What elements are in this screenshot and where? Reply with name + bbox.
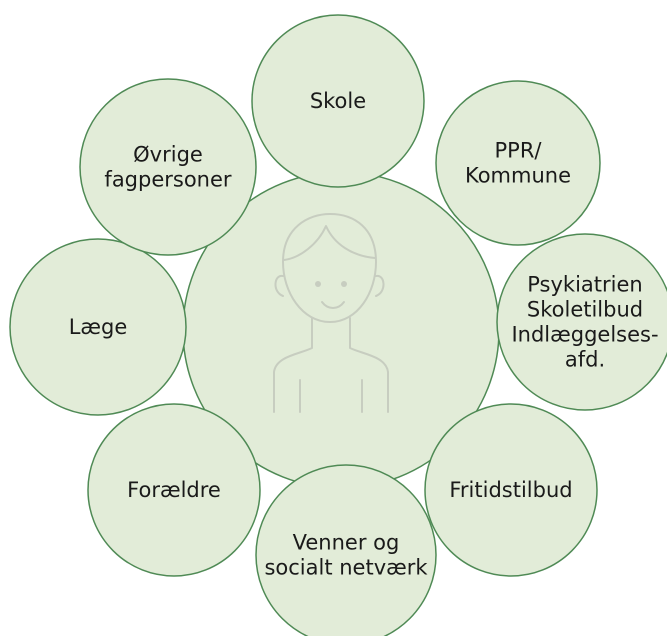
node-ovrige-label: fagpersoner [104, 168, 231, 192]
node-psykiatrien-label: afd. [565, 348, 605, 372]
node-fritidstilbud-label: Fritidstilbud [449, 478, 572, 502]
node-ppr-kommune-label: PPR/ [495, 139, 543, 163]
node-skole: Skole [251, 14, 425, 188]
node-psykiatrien-label: Skoletilbud [527, 298, 643, 322]
node-laege: Læge [9, 238, 187, 416]
node-psykiatrien-circle [496, 233, 667, 411]
node-ppr-kommune-circle [435, 80, 601, 246]
node-skole-circle [251, 14, 425, 188]
node-ovrige-circle [79, 78, 257, 256]
node-psykiatrien-label: Indlæggelses- [511, 323, 658, 347]
node-foraeldre-label: Forældre [127, 478, 221, 502]
node-venner-label: socialt netværk [264, 556, 428, 580]
node-ppr-kommune: PPR/Kommune [435, 80, 601, 246]
node-psykiatrien-label: Psykiatrien [527, 273, 642, 297]
node-laege-circle [9, 238, 187, 416]
node-foraeldre: Forældre [87, 403, 261, 577]
node-venner-circle [255, 464, 437, 636]
person-icon [273, 213, 389, 413]
center-node [182, 171, 500, 489]
node-venner-label: Venner og [293, 531, 400, 555]
node-laege-label: Læge [69, 315, 128, 339]
node-ppr-kommune-label: Kommune [465, 164, 571, 188]
node-foraeldre-circle [87, 403, 261, 577]
node-ovrige-label: Øvrige [133, 143, 203, 167]
node-skole-label: Skole [310, 89, 366, 113]
node-fritidstilbud-circle [424, 403, 598, 577]
satellite-nodes: SkolePPR/KommunePsykiatrienSkoletilbudIn… [9, 14, 667, 636]
node-fritidstilbud: Fritidstilbud [424, 403, 598, 577]
